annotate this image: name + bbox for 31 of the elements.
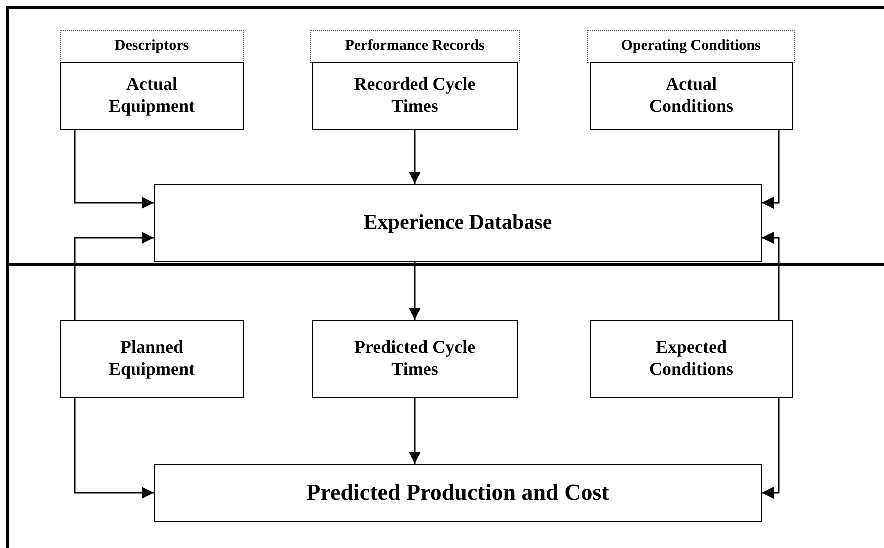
category-box xyxy=(310,30,520,63)
process-label: Recorded Cycle Times xyxy=(353,74,477,118)
process-box xyxy=(154,464,762,522)
arrow xyxy=(74,398,154,499)
arrow xyxy=(762,232,780,320)
process-label: Actual Equipment xyxy=(108,74,196,118)
arrow xyxy=(409,262,421,320)
process-label: Planned Equipment xyxy=(108,337,196,381)
process-box xyxy=(312,320,518,398)
arrow xyxy=(762,130,780,209)
arrow xyxy=(74,130,154,209)
arrow xyxy=(409,130,421,184)
category-label: Operating Conditions xyxy=(621,38,761,55)
process-box xyxy=(590,320,793,398)
process-box xyxy=(312,62,518,130)
process-label: Predicted Cycle Times xyxy=(353,337,477,381)
arrow xyxy=(762,398,780,499)
category-box xyxy=(587,30,795,63)
process-label: Predicted Production and Cost xyxy=(306,479,610,507)
process-label: Experience Database xyxy=(364,210,552,236)
process-label: Expected Conditions xyxy=(648,337,735,381)
arrow xyxy=(74,232,154,320)
process-box xyxy=(154,184,762,262)
arrow xyxy=(409,398,421,464)
process-box xyxy=(60,62,244,130)
category-box xyxy=(60,30,244,63)
category-label: Descriptors xyxy=(114,38,190,55)
process-label: Actual Conditions xyxy=(648,74,735,118)
process-box xyxy=(60,320,244,398)
category-label: Performance Records xyxy=(345,38,485,55)
process-box xyxy=(590,62,793,130)
